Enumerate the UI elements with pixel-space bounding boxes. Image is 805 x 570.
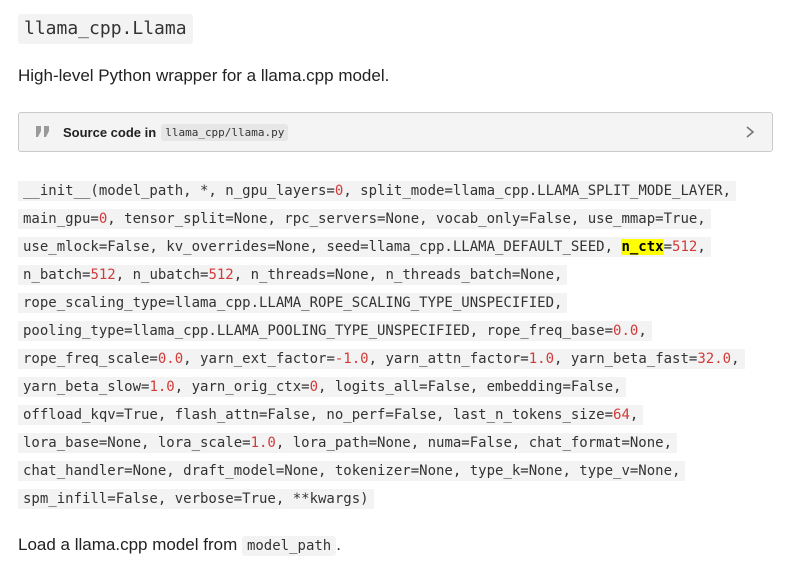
numeric-literal: 512 bbox=[208, 267, 234, 283]
signature-code: offload_kqv=True, flash_attn=False, no_p… bbox=[18, 405, 644, 425]
code-text: chat_handler=None, draft_model=None, tok… bbox=[23, 463, 681, 479]
code-text: , bbox=[629, 407, 639, 423]
signature-line: chat_handler=None, draft_model=None, tok… bbox=[18, 459, 745, 487]
signature-line: spm_infill=False, verbose=True, **kwargs… bbox=[18, 487, 745, 515]
page-title: llama_cpp.Llama bbox=[18, 14, 193, 44]
numeric-literal: 0 bbox=[309, 379, 319, 395]
numeric-literal: 0 bbox=[334, 183, 344, 199]
numeric-literal: 1.0 bbox=[149, 379, 175, 395]
signature-code: rope_scaling_type=llama_cpp.LLAMA_ROPE_S… bbox=[18, 293, 568, 313]
code-text: , logits_all=False, embedding=False, bbox=[318, 379, 622, 395]
signature-line: pooling_type=llama_cpp.LLAMA_POOLING_TYP… bbox=[18, 319, 745, 347]
numeric-literal: 512 bbox=[90, 267, 116, 283]
code-text: , n_ubatch= bbox=[115, 267, 209, 283]
footer-prefix: Load a llama.cpp model from bbox=[18, 535, 242, 554]
numeric-literal: 1.0 bbox=[250, 435, 276, 451]
code-text: , tensor_split=None, rpc_servers=None, v… bbox=[107, 211, 706, 227]
code-text: , bbox=[697, 239, 706, 255]
code-text: n_batch= bbox=[23, 267, 91, 283]
code-text: yarn_beta_slow= bbox=[23, 379, 150, 395]
code-text: use_mlock=False, kv_overrides=None, seed… bbox=[23, 239, 622, 255]
signature-line: __init__(model_path, *, n_gpu_layers=0, … bbox=[18, 179, 745, 207]
code-text: main_gpu= bbox=[23, 211, 99, 227]
footer-suffix: . bbox=[336, 535, 341, 554]
code-text: rope_freq_scale= bbox=[23, 351, 158, 367]
code-text: rope_scaling_type=llama_cpp.LLAMA_ROPE_S… bbox=[23, 295, 563, 311]
code-text: , bbox=[731, 351, 740, 367]
signature-code: chat_handler=None, draft_model=None, tok… bbox=[18, 461, 686, 481]
signature-code: spm_infill=False, verbose=True, **kwargs… bbox=[18, 489, 374, 509]
signature-line: main_gpu=0, tensor_split=None, rpc_serve… bbox=[18, 207, 745, 235]
signature-code: main_gpu=0, tensor_split=None, rpc_serve… bbox=[18, 209, 711, 229]
signature-line: use_mlock=False, kv_overrides=None, seed… bbox=[18, 235, 745, 263]
signature-code: pooling_type=llama_cpp.LLAMA_POOLING_TYP… bbox=[18, 321, 652, 341]
code-text: spm_infill=False, verbose=True, **kwargs… bbox=[23, 491, 369, 507]
code-text: , bbox=[638, 323, 647, 339]
code-text: pooling_type=llama_cpp.LLAMA_POOLING_TYP… bbox=[23, 323, 614, 339]
code-text: , n_threads=None, n_threads_batch=None, bbox=[233, 267, 563, 283]
function-signature: __init__(model_path, *, n_gpu_layers=0, … bbox=[18, 179, 745, 515]
numeric-literal: 0 bbox=[98, 211, 108, 227]
signature-code: use_mlock=False, kv_overrides=None, seed… bbox=[18, 237, 711, 257]
numeric-literal: 32.0 bbox=[697, 351, 732, 367]
signature-line: offload_kqv=True, flash_attn=False, no_p… bbox=[18, 403, 745, 431]
code-text: = bbox=[663, 239, 673, 255]
description: High-level Python wrapper for a llama.cp… bbox=[18, 66, 390, 85]
code-text: lora_base=None, lora_scale= bbox=[23, 435, 251, 451]
numeric-literal: 0.0 bbox=[613, 323, 639, 339]
signature-line: rope_scaling_type=llama_cpp.LLAMA_ROPE_S… bbox=[18, 291, 745, 319]
numeric-literal: 64 bbox=[613, 407, 630, 423]
numeric-literal: 512 bbox=[672, 239, 698, 255]
footer-text: Load a llama.cpp model from model_path. bbox=[18, 533, 341, 558]
code-text: , split_mode=llama_cpp.LLAMA_SPLIT_MODE_… bbox=[343, 183, 732, 199]
highlighted-param: n_ctx bbox=[621, 239, 664, 255]
code-text: __init__(model_path, *, n_gpu_layers= bbox=[23, 183, 335, 199]
code-text: , yarn_orig_ctx= bbox=[174, 379, 310, 395]
signature-code: lora_base=None, lora_scale=1.0, lora_pat… bbox=[18, 433, 678, 453]
code-text: , yarn_attn_factor= bbox=[368, 351, 529, 367]
footer-code: model_path bbox=[241, 536, 337, 556]
signature-line: yarn_beta_slow=1.0, yarn_orig_ctx=0, log… bbox=[18, 375, 745, 403]
chevron-right-icon[interactable] bbox=[742, 124, 758, 140]
quote-icon bbox=[33, 122, 53, 142]
signature-code: yarn_beta_slow=1.0, yarn_orig_ctx=0, log… bbox=[18, 377, 627, 397]
signature-line: n_batch=512, n_ubatch=512, n_threads=Non… bbox=[18, 263, 745, 291]
numeric-literal: 1.0 bbox=[528, 351, 555, 367]
source-path: llama_cpp/llama.py bbox=[161, 123, 289, 141]
signature-line: rope_freq_scale=0.0, yarn_ext_factor=-1.… bbox=[18, 347, 745, 375]
source-label: Source code in bbox=[63, 124, 157, 140]
signature-code: __init__(model_path, *, n_gpu_layers=0, … bbox=[18, 181, 737, 201]
source-code-toggle[interactable]: Source code in llama_cpp/llama.py bbox=[18, 112, 773, 152]
signature-code: rope_freq_scale=0.0, yarn_ext_factor=-1.… bbox=[18, 349, 745, 369]
code-text: , yarn_beta_fast= bbox=[554, 351, 698, 367]
signature-line: lora_base=None, lora_scale=1.0, lora_pat… bbox=[18, 431, 745, 459]
signature-code: n_batch=512, n_ubatch=512, n_threads=Non… bbox=[18, 265, 568, 285]
code-text: , lora_path=None, numa=False, chat_forma… bbox=[275, 435, 673, 451]
numeric-literal: -1.0 bbox=[334, 351, 369, 367]
numeric-literal: 0.0 bbox=[157, 351, 184, 367]
code-text: offload_kqv=True, flash_attn=False, no_p… bbox=[23, 407, 614, 423]
code-text: , yarn_ext_factor= bbox=[183, 351, 335, 367]
